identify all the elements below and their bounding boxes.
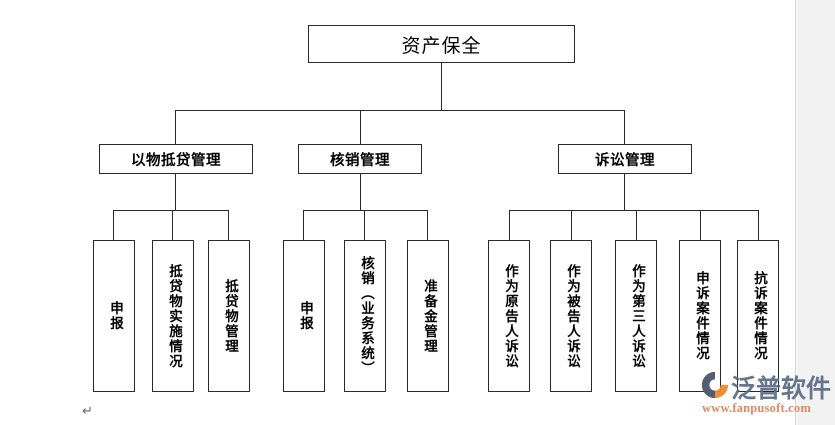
node-leaf-third-party-litigation[interactable]: 作为第三人诉讼 <box>615 240 657 392</box>
node-leaf-writeoff-business-system[interactable]: 核销（业务系统） <box>344 240 386 392</box>
connector-root-stem <box>441 63 443 110</box>
paragraph-mark-icon: ↵ <box>82 404 93 419</box>
connector-branch2-drop-3 <box>427 210 429 240</box>
node-leaf-label: 申诉案件情况 <box>692 271 709 361</box>
connector-drop-branch-2 <box>360 110 362 144</box>
node-leaf-label: 申报 <box>296 301 313 331</box>
connector-branch1-stem <box>175 174 177 210</box>
connector-branch1-drop-2 <box>172 210 174 240</box>
connector-branch2-stem <box>360 174 362 210</box>
connector-drop-branch-1 <box>175 110 177 144</box>
connector-branch2-drop-1 <box>303 210 305 240</box>
connector-branch2-bus <box>303 210 428 212</box>
node-leaf-label: 作为原告人诉讼 <box>501 263 518 369</box>
node-branch-litigation-mgmt[interactable]: 诉讼管理 <box>558 144 692 174</box>
node-root-label: 资产保全 <box>401 34 482 57</box>
node-leaf-plaintiff-litigation[interactable]: 作为原告人诉讼 <box>488 240 530 392</box>
node-leaf-label: 抗诉案件情况 <box>750 271 767 361</box>
connector-branch3-drop-5 <box>758 210 760 240</box>
connector-branch3-bus <box>509 210 758 212</box>
node-leaf-label: 核销（业务系统） <box>357 256 374 376</box>
connector-branch3-drop-2 <box>571 210 573 240</box>
node-leaf-collateral-management[interactable]: 抵贷物管理 <box>208 240 250 392</box>
node-branch-label: 诉讼管理 <box>595 152 655 169</box>
node-leaf-label: 作为被告人诉讼 <box>563 263 580 369</box>
node-leaf-label: 抵贷物管理 <box>221 278 238 354</box>
document-page: 资产保全 以物抵贷管理 申报 抵贷物实施情况 抵贷物管理 核销管理 <box>82 0 796 425</box>
page-right-margin <box>797 0 835 425</box>
node-leaf-appeal-case-status[interactable]: 申诉案件情况 <box>679 240 721 392</box>
connector-branch3-drop-1 <box>509 210 511 240</box>
node-leaf-label: 抵贷物实施情况 <box>165 263 182 369</box>
connector-branch3-drop-3 <box>636 210 638 240</box>
connector-branch2-drop-2 <box>364 210 366 240</box>
node-branch-collateral-loan-mgmt[interactable]: 以物抵贷管理 <box>99 144 253 174</box>
node-branch-label: 核销管理 <box>330 152 390 169</box>
connector-branch1-drop-1 <box>113 210 115 240</box>
node-leaf-declaration-2[interactable]: 申报 <box>283 240 325 392</box>
node-branch-writeoff-mgmt[interactable]: 核销管理 <box>298 144 422 174</box>
connector-drop-branch-3 <box>624 110 626 144</box>
node-leaf-label: 作为第三人诉讼 <box>628 263 645 369</box>
node-leaf-declaration-1[interactable]: 申报 <box>93 240 135 392</box>
node-branch-label: 以物抵贷管理 <box>131 152 221 169</box>
connector-branch1-bus <box>113 210 229 212</box>
node-leaf-protest-case-status[interactable]: 抗诉案件情况 <box>737 240 779 392</box>
connector-branch3-stem <box>624 174 626 210</box>
node-leaf-label: 准备金管理 <box>420 278 437 354</box>
node-leaf-label: 申报 <box>106 301 123 331</box>
node-leaf-defendant-litigation[interactable]: 作为被告人诉讼 <box>550 240 592 392</box>
node-leaf-collateral-implementation[interactable]: 抵贷物实施情况 <box>152 240 194 392</box>
node-root-asset-preservation[interactable]: 资产保全 <box>308 25 575 63</box>
connector-branch1-drop-3 <box>228 210 230 240</box>
organization-chart: 资产保全 以物抵贷管理 申报 抵贷物实施情况 抵贷物管理 核销管理 <box>93 25 779 392</box>
connector-level2-bus <box>175 110 625 112</box>
connector-branch3-drop-4 <box>700 210 702 240</box>
node-leaf-reserve-fund-management[interactable]: 准备金管理 <box>407 240 449 392</box>
